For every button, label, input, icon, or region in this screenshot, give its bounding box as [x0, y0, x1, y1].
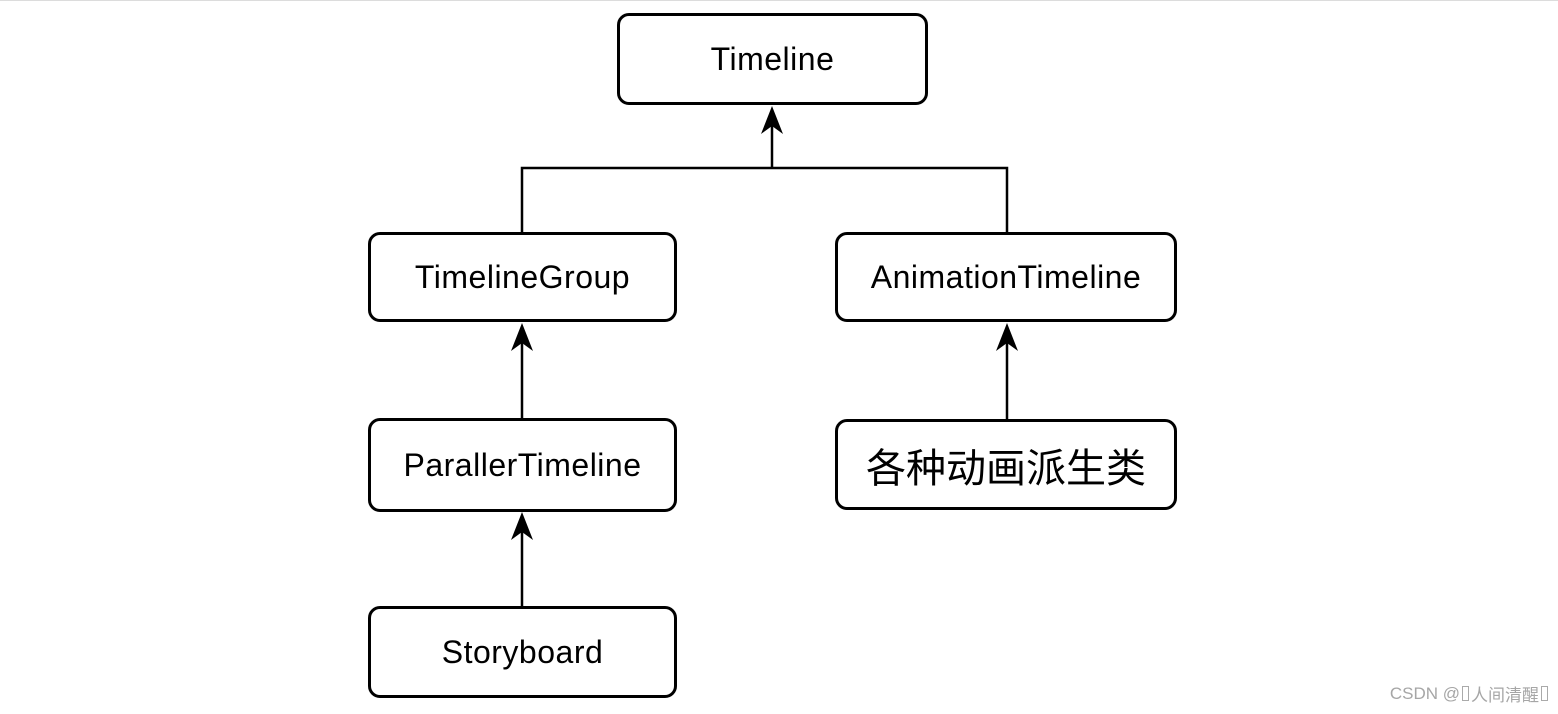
node-storyboard: Storyboard [368, 606, 677, 698]
node-timeline-group-label: TimelineGroup [414, 258, 631, 295]
watermark-prefix: CSDN @ [1389, 683, 1460, 703]
node-animation-derived-label: 各种动画派生类 [866, 446, 1146, 491]
arrowhead-to-timeline [761, 106, 783, 134]
node-timeline-group: TimelineGroup [368, 232, 677, 322]
node-animation-derived-classes: 各种动画派生类 [835, 419, 1177, 510]
node-storyboard-label: Storyboard [441, 633, 604, 670]
node-animation-timeline: AnimationTimeline [835, 232, 1177, 322]
csdn-watermark: CSDN @ 人间清醒 [1390, 681, 1550, 706]
top-divider [0, 0, 1558, 1]
arrowhead-to-paraller-timeline [511, 512, 533, 540]
node-paraller-timeline: ParallerTimeline [368, 418, 677, 512]
node-timeline: Timeline [617, 13, 928, 105]
node-timeline-label: Timeline [710, 40, 835, 77]
missing-glyph-box-icon [1462, 686, 1469, 701]
arrowhead-to-timeline-group [511, 323, 533, 351]
node-paraller-timeline-label: ParallerTimeline [403, 446, 642, 483]
watermark-username: 人间清醒 [1471, 686, 1539, 705]
missing-glyph-box-icon [1541, 686, 1548, 701]
node-animation-timeline-label: AnimationTimeline [870, 258, 1142, 295]
arrowhead-to-animation-timeline [996, 323, 1018, 351]
branch-connector-line [520, 166, 1009, 232]
